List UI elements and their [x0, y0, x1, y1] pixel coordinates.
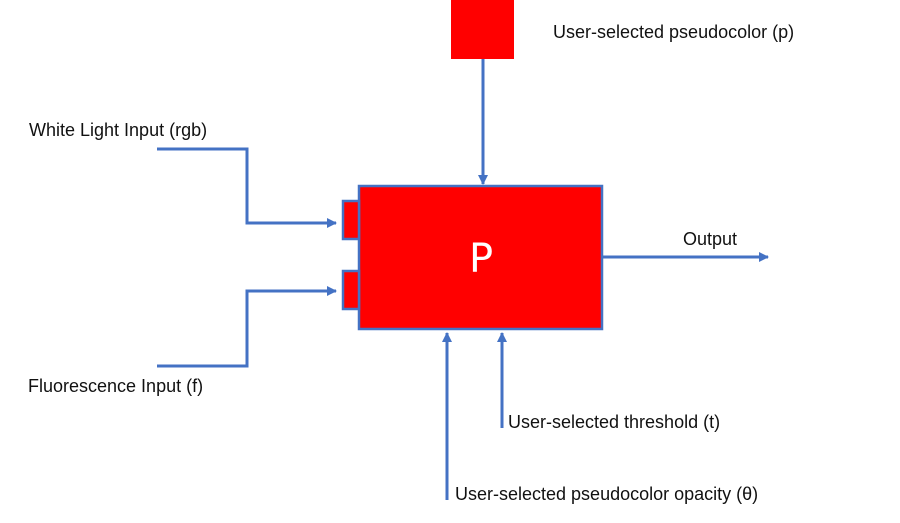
pseudocolor-label: User-selected pseudocolor (p): [553, 22, 794, 42]
input-port-fluorescence: [341, 269, 361, 311]
fluorescence-label: Fluorescence Input (f): [28, 376, 203, 396]
opacity-label: User-selected pseudocolor opacity (θ): [455, 484, 758, 504]
input-port-white-light: [341, 199, 361, 241]
white-light-connector: [157, 147, 337, 228]
pseudocolor-swatch: [451, 0, 514, 59]
threshold-label: User-selected threshold (t): [508, 412, 720, 432]
output-label: Output: [683, 229, 737, 249]
processing-block-symbol: P: [469, 236, 493, 282]
white-light-label: White Light Input (rgb): [29, 120, 207, 140]
fluorescence-connector: [157, 286, 337, 368]
